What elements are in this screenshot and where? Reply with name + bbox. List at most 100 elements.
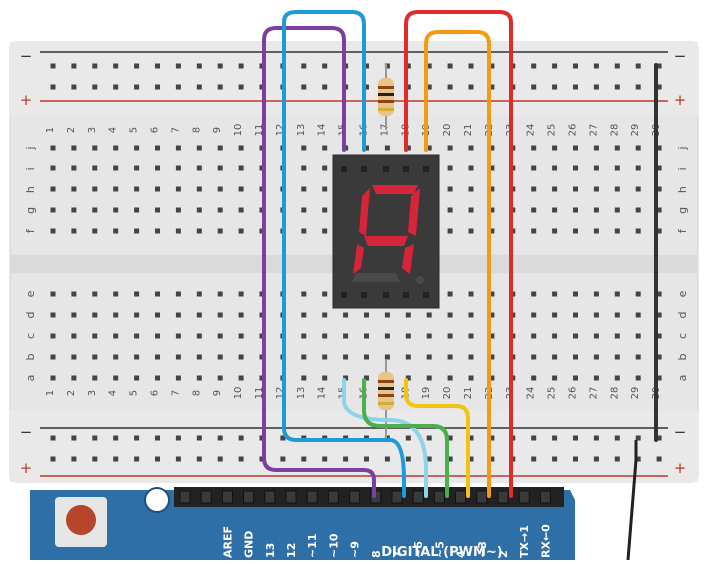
- breadboard-hole: [426, 375, 432, 381]
- breadboard-hole: [593, 145, 599, 151]
- column-number: 5: [129, 390, 140, 396]
- breadboard-hole: [656, 354, 662, 360]
- breadboard-hole: [405, 354, 411, 360]
- breadboard-hole: [217, 375, 223, 381]
- rail-hole: [217, 435, 223, 441]
- breadboard-hole: [196, 312, 202, 318]
- header-socket: [264, 490, 276, 504]
- rail-hole: [217, 63, 223, 69]
- breadboard-hole: [113, 291, 119, 297]
- rail-hole: [635, 63, 641, 69]
- column-number: 29: [630, 387, 641, 400]
- rail-hole: [217, 456, 223, 462]
- breadboard-hole: [155, 333, 160, 339]
- breadboard-hole: [155, 375, 160, 381]
- rail-hole: [468, 63, 474, 69]
- row-letter: i: [676, 167, 689, 170]
- breadboard-hole: [489, 312, 495, 318]
- reset-button[interactable]: [66, 505, 96, 535]
- breadboard-hole: [614, 291, 620, 297]
- header-pin-label: ~6: [412, 541, 425, 558]
- display-pin: [361, 166, 367, 172]
- breadboard-hole: [134, 207, 140, 213]
- breadboard-hole: [426, 145, 432, 151]
- breadboard-hole: [656, 228, 662, 234]
- breadboard-hole: [92, 165, 98, 171]
- digital-label: DIGITAL (PWM~): [381, 545, 502, 560]
- rail-hole: [593, 435, 599, 441]
- breadboard-hole: [113, 333, 119, 339]
- breadboard-hole: [92, 312, 98, 318]
- breadboard-hole: [468, 375, 474, 381]
- breadboard-hole: [134, 375, 140, 381]
- header-pin-label: 4: [455, 550, 468, 558]
- breadboard-hole: [134, 354, 140, 360]
- breadboard-hole: [489, 354, 495, 360]
- rail-hole: [614, 435, 620, 441]
- breadboard-hole: [175, 145, 181, 151]
- breadboard-hole: [593, 207, 599, 213]
- breadboard-hole: [552, 186, 558, 192]
- column-number: 1: [45, 390, 56, 396]
- column-number: 4: [108, 390, 119, 396]
- rail-hole: [447, 84, 453, 90]
- rail-hole: [447, 63, 453, 69]
- breadboard-hole: [614, 186, 620, 192]
- breadboard-hole: [92, 186, 98, 192]
- breadboard-hole: [552, 145, 558, 151]
- breadboard-hole: [593, 291, 599, 297]
- breadboard-hole: [468, 354, 474, 360]
- breadboard-hole: [155, 354, 160, 360]
- breadboard-hole: [322, 291, 328, 297]
- breadboard-hole: [134, 228, 140, 234]
- breadboard-hole: [155, 186, 160, 192]
- breadboard-hole: [113, 228, 119, 234]
- header-pin-label: 8: [370, 550, 383, 558]
- breadboard-hole: [196, 207, 202, 213]
- rail-sign: −: [674, 423, 687, 441]
- breadboard-hole: [113, 165, 119, 171]
- breadboard-hole: [322, 312, 328, 318]
- breadboard-hole: [301, 145, 307, 151]
- column-number: 10: [233, 124, 244, 137]
- breadboard-hole: [384, 333, 390, 339]
- breadboard-hole: [593, 165, 599, 171]
- breadboard-hole: [322, 207, 328, 213]
- rail-hole: [656, 63, 662, 69]
- breadboard-hole: [614, 333, 620, 339]
- rail-hole: [238, 456, 244, 462]
- column-number: 13: [296, 387, 307, 400]
- rail-hole: [468, 435, 474, 441]
- display-pin: [383, 166, 389, 172]
- breadboard-hole: [322, 333, 328, 339]
- breadboard-hole: [175, 228, 181, 234]
- breadboard-hole: [531, 207, 537, 213]
- breadboard-hole: [71, 375, 77, 381]
- breadboard-hole: [593, 186, 599, 192]
- rail-hole: [531, 63, 537, 69]
- breadboard-hole: [468, 165, 474, 171]
- rail-hole: [384, 456, 390, 462]
- rail-hole: [364, 456, 369, 462]
- rail-hole: [614, 456, 620, 462]
- breadboard-hole: [238, 186, 244, 192]
- column-number: 28: [609, 124, 620, 137]
- mounting-hole: [144, 487, 170, 513]
- header-pin-label: TX→1: [518, 525, 531, 558]
- wire-green: [362, 378, 449, 498]
- rail-hole: [593, 84, 599, 90]
- header-socket: [412, 490, 424, 504]
- rail-hole: [155, 435, 160, 441]
- breadboard-hole: [635, 165, 641, 171]
- breadboard-hole: [531, 291, 537, 297]
- header-socket: [539, 490, 551, 504]
- column-number: 8: [191, 127, 202, 133]
- breadboard-hole: [113, 186, 119, 192]
- breadboard-hole: [656, 312, 662, 318]
- column-number: 5: [129, 127, 140, 133]
- breadboard-hole: [155, 291, 160, 297]
- breadboard-hole: [573, 291, 578, 297]
- breadboard-hole: [405, 145, 411, 151]
